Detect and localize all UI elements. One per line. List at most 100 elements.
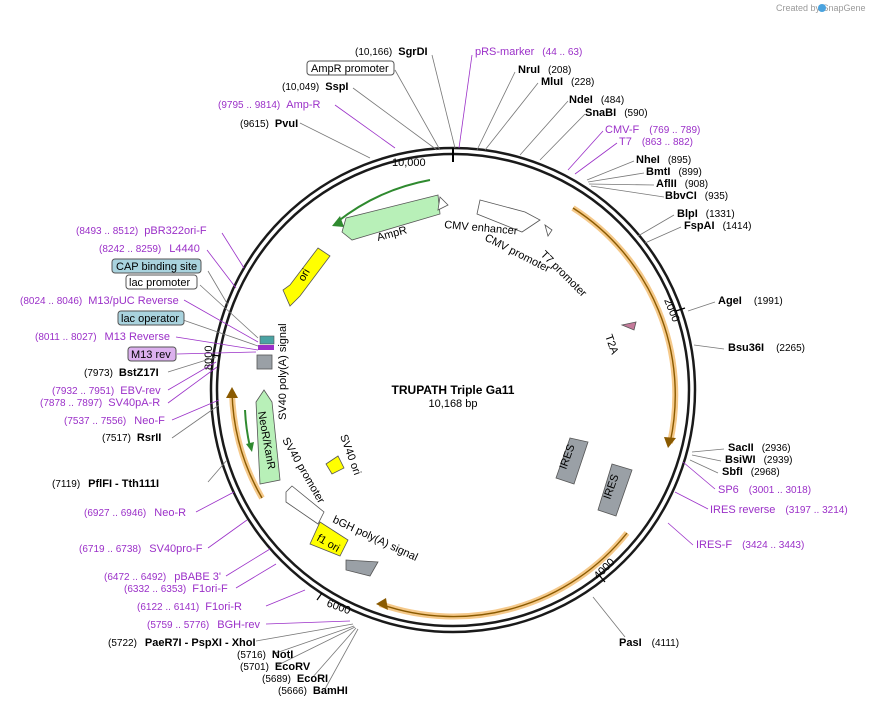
primer-m13puc-range: (8024 .. 8046) [20, 296, 82, 307]
feature-sv40-polya-label: SV40 poly(A) signal [277, 323, 289, 420]
primer-prs-name: pRS-marker [475, 46, 535, 58]
primer-sp6-range: (3001 .. 3018) [749, 485, 811, 496]
svg-text:(5689)EcoRI: (5689)EcoRI [262, 673, 328, 685]
svg-text:(8011 .. 8027)M13 Reverse: (8011 .. 8027)M13 Reverse [35, 331, 170, 343]
lac-region-features [256, 335, 275, 370]
site-agei-name: AgeI [718, 295, 742, 307]
primer-prs-range: (44 .. 63) [542, 47, 582, 58]
svg-text:FspAI(1414): FspAI(1414) [684, 220, 751, 232]
svg-text:pRS-marker(44 .. 63): pRS-marker (44 .. 63) [475, 46, 582, 58]
primer-m13rev-range: (8011 .. 8027) [35, 332, 97, 343]
svg-text:CMV-F(769 .. 789): CMV-F(769 .. 789) [605, 124, 700, 136]
primer-cmvf-range: (769 .. 789) [649, 125, 700, 136]
tick-marks [211, 148, 686, 601]
primer-ebvrev-name: EBV-rev [120, 385, 161, 397]
svg-text:(7878 .. 7897)SV40pA-R: (7878 .. 7897) SV40pA-R [40, 397, 160, 409]
bgh-feature [345, 559, 379, 577]
svg-text:BbvCI(935): BbvCI(935) [665, 190, 728, 202]
primer-bghrev-range: (5759 .. 5776) [147, 620, 209, 631]
site-sacii-name: SacII [728, 442, 754, 454]
site-bmti-name: BmtI [646, 166, 670, 178]
snapgene-logo-icon [818, 4, 826, 12]
primer-iresrev-name: IRES reverse [710, 504, 775, 516]
site-rsrii-name: RsrII [137, 432, 161, 444]
svg-text:SbfI(2968): SbfI(2968) [722, 466, 780, 478]
primer-pbr322-range: (8493 .. 8512) [76, 226, 138, 237]
site-aflii-pos: (908) [685, 179, 708, 190]
site-rsrii-pos: (7517) [102, 433, 131, 444]
primer-iresf-range: (3424 .. 3443) [742, 540, 804, 551]
site-mlui-name: MluI [541, 76, 563, 88]
site-noti-pos: (5716) [237, 650, 266, 661]
primer-ebvrev-range: (7932 .. 7951) [52, 386, 114, 397]
site-nhei-name: NheI [636, 154, 660, 166]
site-bsu36i-name: Bsu36I [728, 342, 764, 354]
primer-neor-range: (6927 .. 6946) [84, 508, 146, 519]
svg-text:IRES-F(3424 .. 3443): IRES-F (3424 .. 3443) [696, 539, 804, 551]
site-pasi-name: PasI [619, 637, 642, 649]
ampr-feature [244, 179, 441, 452]
site-bstz17i-name: BstZ17I [119, 367, 159, 379]
site-noti-name: NotI [272, 649, 293, 661]
primer-t7-range: (863 .. 882) [642, 137, 693, 148]
svg-text:(7932 .. 7951)EBV-rev: (7932 .. 7951) EBV-rev [52, 385, 161, 397]
feature-ori-label: ori [296, 267, 313, 284]
primer-f1orir-name: F1ori-R [205, 601, 242, 613]
site-sbfi-pos: (2968) [751, 467, 780, 478]
svg-text:PasI(4111): PasI(4111) [619, 637, 679, 649]
primer-sv40prof-range: (6719 .. 6738) [79, 544, 141, 555]
svg-text:SP6(3001 .. 3018): SP6(3001 .. 3018) [718, 484, 811, 496]
site-bstz17i-pos: (7973) [84, 368, 113, 379]
svg-text:(10,166)SgrDI: (10,166) SgrDI [355, 46, 428, 58]
primer-t7-name: T7 [619, 136, 632, 148]
svg-text:BmtI(899): BmtI (899) [646, 166, 702, 178]
site-sgrdi-name: SgrDI [398, 46, 427, 58]
site-ecori-pos: (5689) [262, 674, 291, 685]
svg-text:(9615)PvuI: (9615)PvuI [240, 118, 298, 130]
svg-text:IRES reverse(3197 .. 3214): IRES reverse(3197 .. 3214) [710, 504, 848, 516]
site-pflfi-name: PflFI - Tth111I [88, 478, 159, 490]
primer-neof-range: (7537 .. 7556) [64, 416, 126, 427]
svg-text:(6719 .. 6738)SV40pro-F: (6719 .. 6738) SV40pro-F [79, 543, 203, 555]
feature-sv40-ori-label: SV40 ori [337, 433, 363, 477]
site-nrui-name: NruI [518, 64, 540, 76]
svg-text:(5722)PaeR7I - PspXI - XhoI: (5722)PaeR7I - PspXI - XhoI [108, 637, 256, 649]
lac-operator-label: lac operator [121, 313, 179, 325]
site-fspai-pos: (1414) [723, 221, 752, 232]
site-sgrdi-pos: (10,166) [355, 47, 392, 58]
lac-promoter-box [125, 274, 198, 290]
site-paer7i-pos: (5722) [108, 638, 137, 649]
site-sacii-pos: (2936) [762, 443, 791, 454]
connector-lines [167, 54, 725, 690]
cap-label: CAP binding site [116, 261, 197, 273]
site-bsiwi-name: BsiWI [725, 454, 756, 466]
primer-sv40par-name: SV40pA-R [108, 397, 160, 409]
svg-text:(6927 .. 6946)Neo-R: (6927 .. 6946) Neo-R [84, 507, 186, 519]
site-ndei-name: NdeI [569, 94, 593, 106]
site-blpi-name: BlpI [677, 208, 698, 220]
tick-label-10000: 10,000 [392, 157, 426, 169]
svg-text:AgeI(1991): AgeI(1991) [718, 295, 783, 307]
site-nhei-pos: (895) [668, 155, 691, 166]
site-snabi-pos: (590) [624, 108, 647, 119]
lac-promoter-label: lac promoter [129, 277, 190, 289]
orf-arcs [226, 205, 679, 620]
site-bsu36i-pos: (2265) [776, 343, 805, 354]
feature-t2a-label: T2A [602, 333, 620, 357]
svg-text:MluI(228): MluI(228) [541, 76, 594, 88]
primer-bghrev-name: BGH-rev [217, 619, 260, 631]
m13-rev-label: M13 rev [131, 349, 171, 361]
primer-neor-name: Neo-R [154, 507, 186, 519]
m13-rev-box [127, 346, 177, 362]
site-bmti-pos: (899) [678, 167, 701, 178]
site-blpi-pos: (1331) [706, 209, 735, 220]
ires-features [555, 437, 633, 517]
boxed-labels: AmpR promoter CAP binding site lac promo… [111, 60, 395, 362]
primer-sv40par-range: (7878 .. 7897) [40, 398, 102, 409]
primer-iresf-name: IRES-F [696, 539, 732, 551]
svg-text:NdeI(484): NdeI(484) [569, 94, 624, 106]
ampr-promoter-label: AmpR promoter [311, 63, 389, 75]
primer-sv40prof-name: SV40pro-F [149, 543, 202, 555]
svg-text:T7(863 .. 882): T7 (863 .. 882) [619, 136, 693, 148]
